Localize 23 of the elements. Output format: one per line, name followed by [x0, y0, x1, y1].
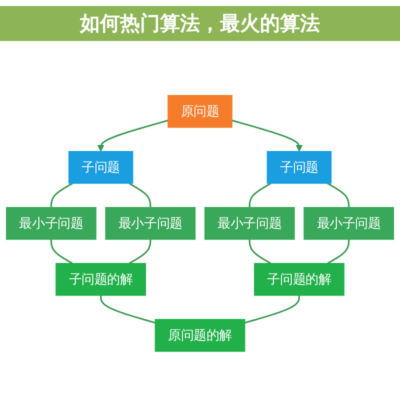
node-box: 子问题 — [68, 150, 134, 184]
connector — [248, 182, 272, 207]
arrow — [232, 119, 303, 152]
node-box: 最小子问题 — [6, 206, 96, 240]
title: 如何热门算法，最火的算法 — [0, 6, 400, 41]
connector — [244, 295, 300, 324]
connector — [327, 182, 350, 207]
connector — [248, 239, 272, 264]
connector — [327, 239, 350, 264]
node-box: 子问题的解 — [254, 262, 344, 296]
node-box: 最小子问题 — [105, 206, 196, 240]
node-box: 子问题的解 — [56, 262, 146, 296]
connector — [128, 239, 152, 264]
connector — [50, 182, 73, 207]
connector — [50, 239, 73, 264]
connector — [100, 295, 156, 324]
node-box: 原问题的解 — [154, 318, 246, 352]
node-box: 最小子问题 — [304, 206, 394, 240]
node-box: 最小子问题 — [204, 206, 295, 240]
node-box: 原问题 — [168, 94, 232, 128]
arrow — [97, 119, 168, 152]
connector — [128, 182, 152, 207]
node-box: 子问题 — [266, 150, 332, 184]
